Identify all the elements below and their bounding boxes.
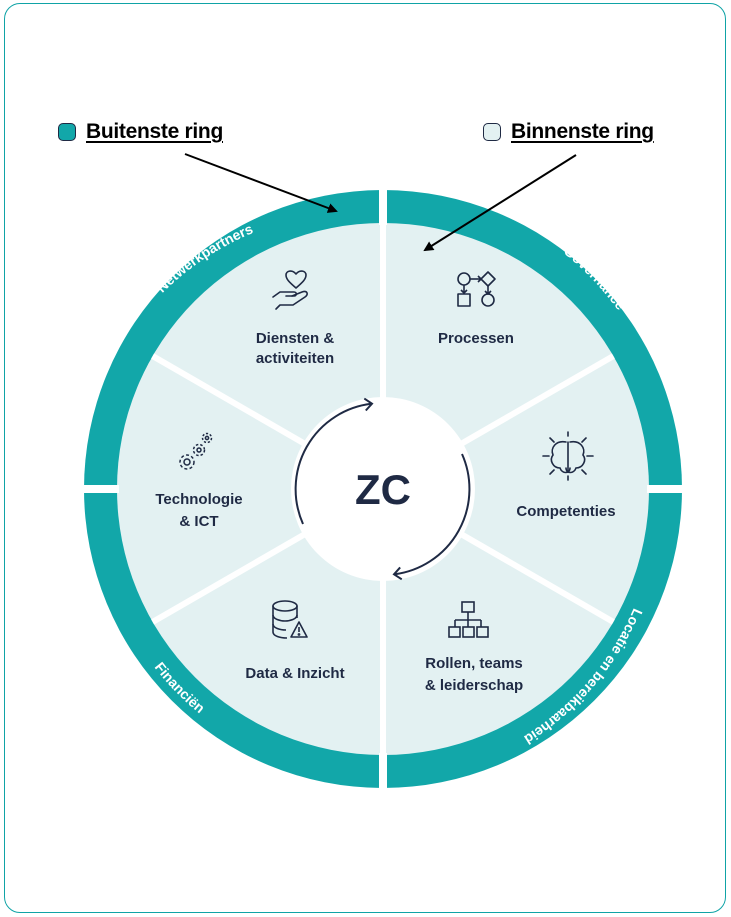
segment-label-processen: Processen xyxy=(438,330,514,347)
legend-label-outer: Buitenste ring xyxy=(86,120,223,143)
gears-icon xyxy=(179,432,213,470)
segment-label-rollen-line1: Rollen, teams xyxy=(425,655,523,672)
legend-arrow-outer xyxy=(184,153,338,213)
segment-label-rollen-line2: & leiderschap xyxy=(425,677,523,694)
segment-label-data: Data & Inzicht xyxy=(245,665,344,682)
legend-label-inner: Binnenste ring xyxy=(511,120,654,143)
cycle-arrow-bottom xyxy=(392,453,471,581)
legend-item-outer-ring: Buitenste ring xyxy=(58,120,223,144)
brain-icon xyxy=(542,431,594,481)
org-chart-icon xyxy=(448,601,489,638)
segment-label-diensten-line2: activiteiten xyxy=(256,350,334,367)
segment-label-technologie-line2: & ICT xyxy=(179,513,218,530)
center-label: ZC xyxy=(355,466,411,513)
legend-swatch-outer xyxy=(58,123,76,141)
legend-arrow-inner xyxy=(423,154,577,252)
inner-separators xyxy=(151,223,615,755)
segment-label-competenties: Competenties xyxy=(516,503,615,520)
segment-label-diensten-line1: Diensten & xyxy=(256,330,335,347)
database-warning-icon xyxy=(272,600,308,639)
segment-label-technologie-line1: Technologie xyxy=(155,491,242,508)
center-circle xyxy=(291,397,475,581)
legend-swatch-inner xyxy=(483,123,501,141)
legend-item-inner-ring: Binnenste ring xyxy=(483,120,654,144)
heart-in-hand-icon xyxy=(272,270,308,310)
cycle-arrow-top xyxy=(294,397,374,525)
process-flow-icon xyxy=(457,271,496,307)
